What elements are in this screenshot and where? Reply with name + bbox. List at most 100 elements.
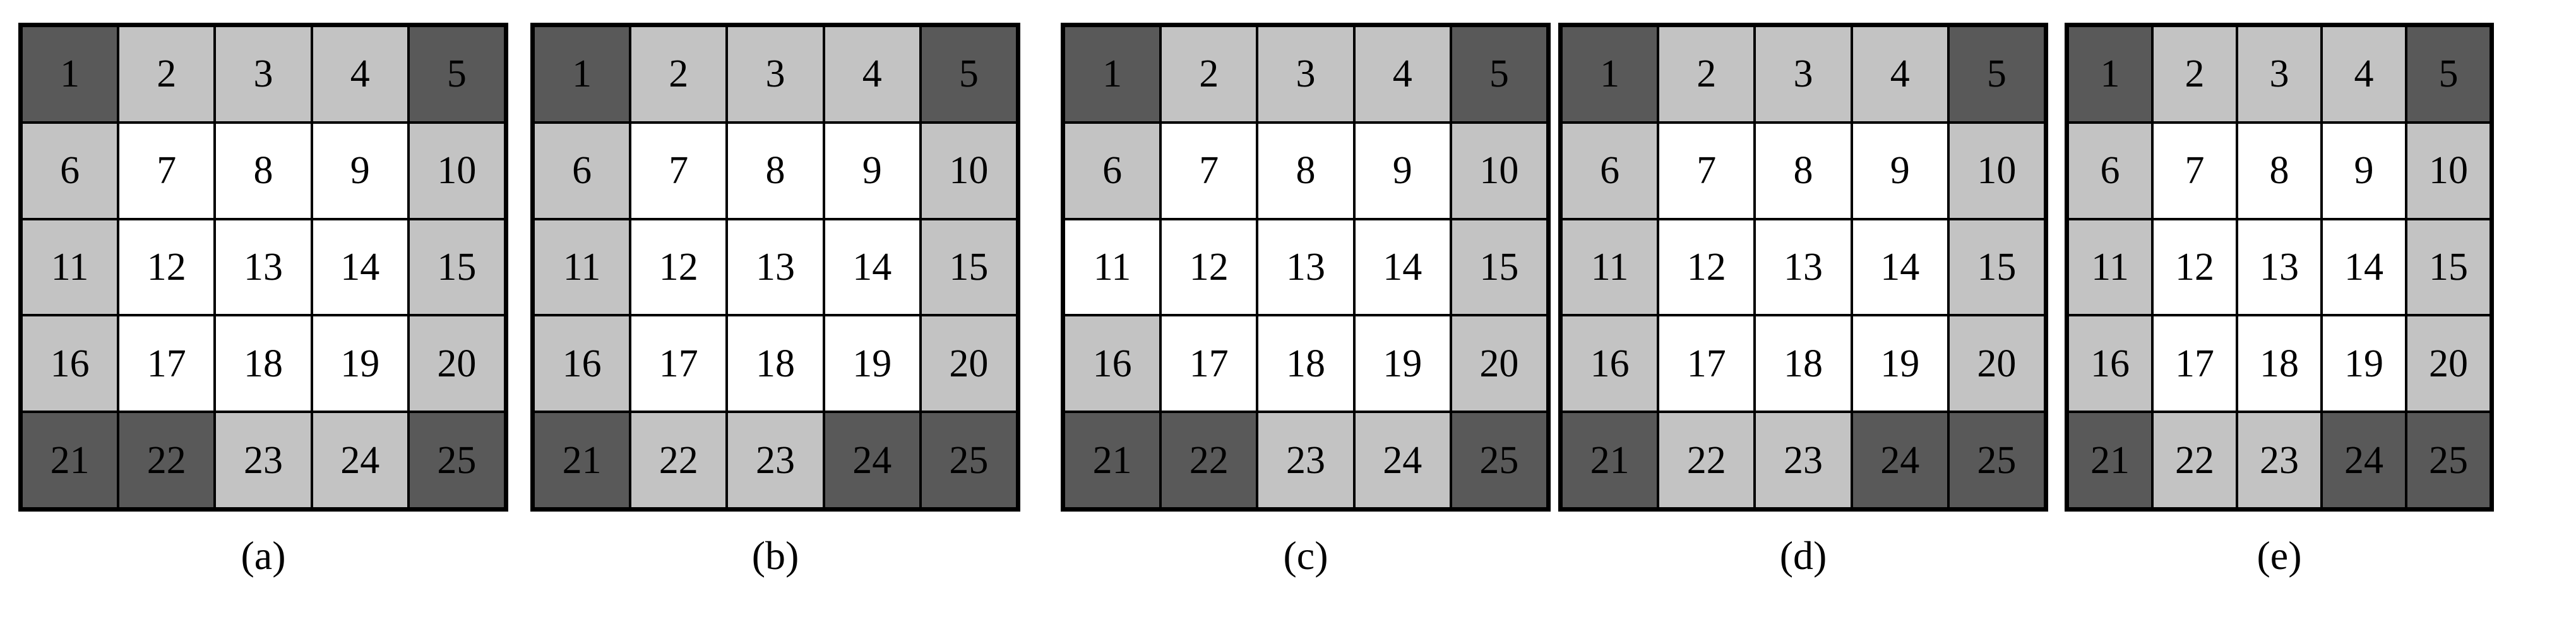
grid-cell: 7	[630, 122, 727, 219]
grid-cell: 2	[118, 26, 215, 123]
grid-cell: 18	[215, 315, 312, 412]
grid-cell: 16	[21, 315, 119, 412]
grid-cell: 7	[118, 122, 215, 219]
grid-cell: 1	[534, 26, 631, 123]
grid-cell: 10	[2406, 122, 2491, 219]
grid-cell: 16	[2068, 315, 2152, 412]
grid-cell: 11	[1561, 219, 1659, 316]
grid-cell: 25	[2406, 412, 2491, 508]
grid-cell: 23	[1257, 412, 1354, 508]
grid-cell: 25	[408, 412, 505, 508]
grid-cell: 3	[215, 26, 312, 123]
grid-cell: 23	[215, 412, 312, 508]
grid-cell: 16	[534, 315, 631, 412]
grid-cell: 11	[1064, 219, 1161, 316]
grid-cell: 18	[1755, 315, 1852, 412]
grid-cell: 19	[1354, 315, 1451, 412]
grid-cell: 17	[1658, 315, 1755, 412]
grid-cell: 24	[1851, 412, 1948, 508]
grid-cell: 1	[1561, 26, 1659, 123]
grid-cell: 14	[1354, 219, 1451, 316]
grid-cell: 3	[2237, 26, 2322, 123]
grid-cell: 21	[534, 412, 631, 508]
grid-cell: 11	[21, 219, 119, 316]
grid-cell: 6	[1561, 122, 1659, 219]
grid-cell: 7	[1658, 122, 1755, 219]
grid-cell: 6	[534, 122, 631, 219]
grid-cell: 25	[1450, 412, 1547, 508]
grid-cell: 20	[2406, 315, 2491, 412]
grid-cell: 24	[311, 412, 408, 508]
grid-cell: 3	[727, 26, 824, 123]
grid-cell: 19	[823, 315, 921, 412]
grid-cell: 5	[920, 26, 1017, 123]
grid-cell: 6	[1064, 122, 1161, 219]
grid-cell: 4	[1354, 26, 1451, 123]
panel-caption-b: (b)	[751, 533, 799, 578]
grid-cell: 16	[1561, 315, 1659, 412]
grid-cell: 14	[823, 219, 921, 316]
grid-cell: 10	[1450, 122, 1547, 219]
grid-cell: 8	[1755, 122, 1852, 219]
grid-cell: 17	[1160, 315, 1258, 412]
grid-cell: 9	[1354, 122, 1451, 219]
grid-cell: 21	[21, 412, 119, 508]
grid-cell: 12	[1160, 219, 1258, 316]
grid-cell: 15	[2406, 219, 2491, 316]
grid-cell: 5	[1450, 26, 1547, 123]
grid-cell: 8	[727, 122, 824, 219]
grid-cell: 17	[2152, 315, 2237, 412]
grid-cell: 21	[2068, 412, 2152, 508]
grid-cell: 23	[727, 412, 824, 508]
grid-cell: 4	[823, 26, 921, 123]
grid-cell: 14	[1851, 219, 1948, 316]
grid-cell: 13	[1755, 219, 1852, 316]
grid-cell: 24	[823, 412, 921, 508]
grid-cell: 20	[1948, 315, 2045, 412]
grid-cell: 5	[2406, 26, 2491, 123]
grid-cell: 18	[1257, 315, 1354, 412]
grid-cell: 9	[823, 122, 921, 219]
grid-cell: 6	[21, 122, 119, 219]
grid-cell: 7	[2152, 122, 2237, 219]
grid-cell: 12	[2152, 219, 2237, 316]
grid-cell: 19	[2322, 315, 2406, 412]
grid-cell: 10	[1948, 122, 2045, 219]
grid-cell: 24	[2322, 412, 2406, 508]
grid-cell: 19	[1851, 315, 1948, 412]
grid-cell: 15	[1948, 219, 2045, 316]
grid-cell: 8	[1257, 122, 1354, 219]
grid-cell: 23	[1755, 412, 1852, 508]
grid-cell: 4	[311, 26, 408, 123]
grid-cell: 12	[1658, 219, 1755, 316]
grid-cell: 20	[408, 315, 505, 412]
grid-cell: 22	[630, 412, 727, 508]
grid-cell: 10	[408, 122, 505, 219]
grid-cell: 20	[920, 315, 1017, 412]
grid-cell: 13	[215, 219, 312, 316]
grid-cell: 22	[1160, 412, 1258, 508]
grid-cell: 18	[2237, 315, 2322, 412]
grid-cell: 2	[1658, 26, 1755, 123]
grid-cell: 1	[21, 26, 119, 123]
grid-cell: 9	[2322, 122, 2406, 219]
grid-cell: 22	[2152, 412, 2237, 508]
grid-cell: 23	[2237, 412, 2322, 508]
grid-cell: 21	[1561, 412, 1659, 508]
grid-cell: 6	[2068, 122, 2152, 219]
grid-cell: 15	[1450, 219, 1547, 316]
grid-cell: 8	[215, 122, 312, 219]
grid-cell: 22	[118, 412, 215, 508]
grid-cell: 15	[920, 219, 1017, 316]
grid-cell: 10	[920, 122, 1017, 219]
grid-cell: 11	[534, 219, 631, 316]
grid-cell: 21	[1064, 412, 1161, 508]
panel-caption-d: (d)	[1779, 533, 1827, 578]
